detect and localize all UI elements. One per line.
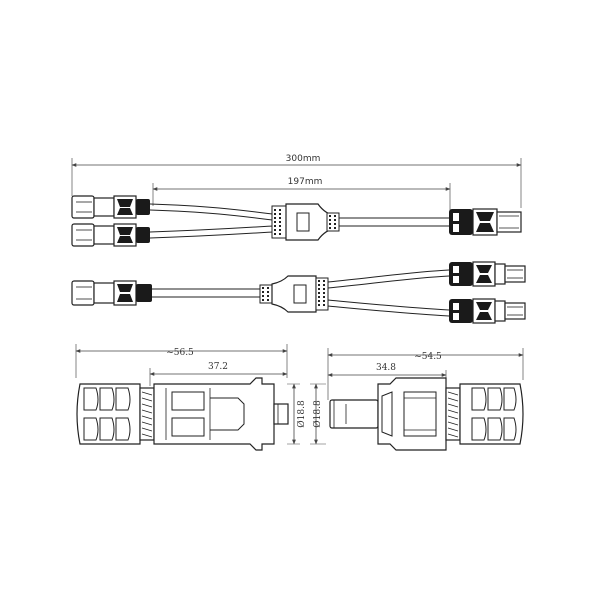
lower-y-cable [71, 261, 526, 324]
branch-dimension: 197mm [152, 177, 451, 212]
female-partial-length: 34.8 [376, 363, 396, 373]
male-diameter: Ø18.8 [296, 400, 307, 428]
lower-right-connector-top [449, 261, 526, 287]
female-diameter: Ø18.8 [312, 400, 323, 428]
male-connector-detail: ~56.5 37.2 Ø18.8 [75, 344, 307, 451]
branch-length-label: 197mm [288, 177, 323, 187]
overall-dimension: 300mm [71, 154, 522, 208]
upper-left-connector-bottom [71, 223, 150, 247]
female-connector-detail: ~54.5 34.8 Ø18.8 [310, 348, 524, 451]
upper-right-connector [449, 208, 522, 236]
female-total-length: ~54.5 [414, 352, 442, 362]
upper-y-cable [71, 195, 522, 247]
male-total-length: ~56.5 [166, 348, 194, 358]
lower-right-connector-bottom [449, 298, 526, 324]
overall-length-label: 300mm [286, 154, 321, 164]
lower-left-connector [71, 280, 152, 306]
upper-junction [271, 203, 340, 241]
lower-junction [259, 275, 329, 313]
upper-left-connector-top [71, 195, 150, 219]
male-partial-length: 37.2 [208, 362, 228, 372]
